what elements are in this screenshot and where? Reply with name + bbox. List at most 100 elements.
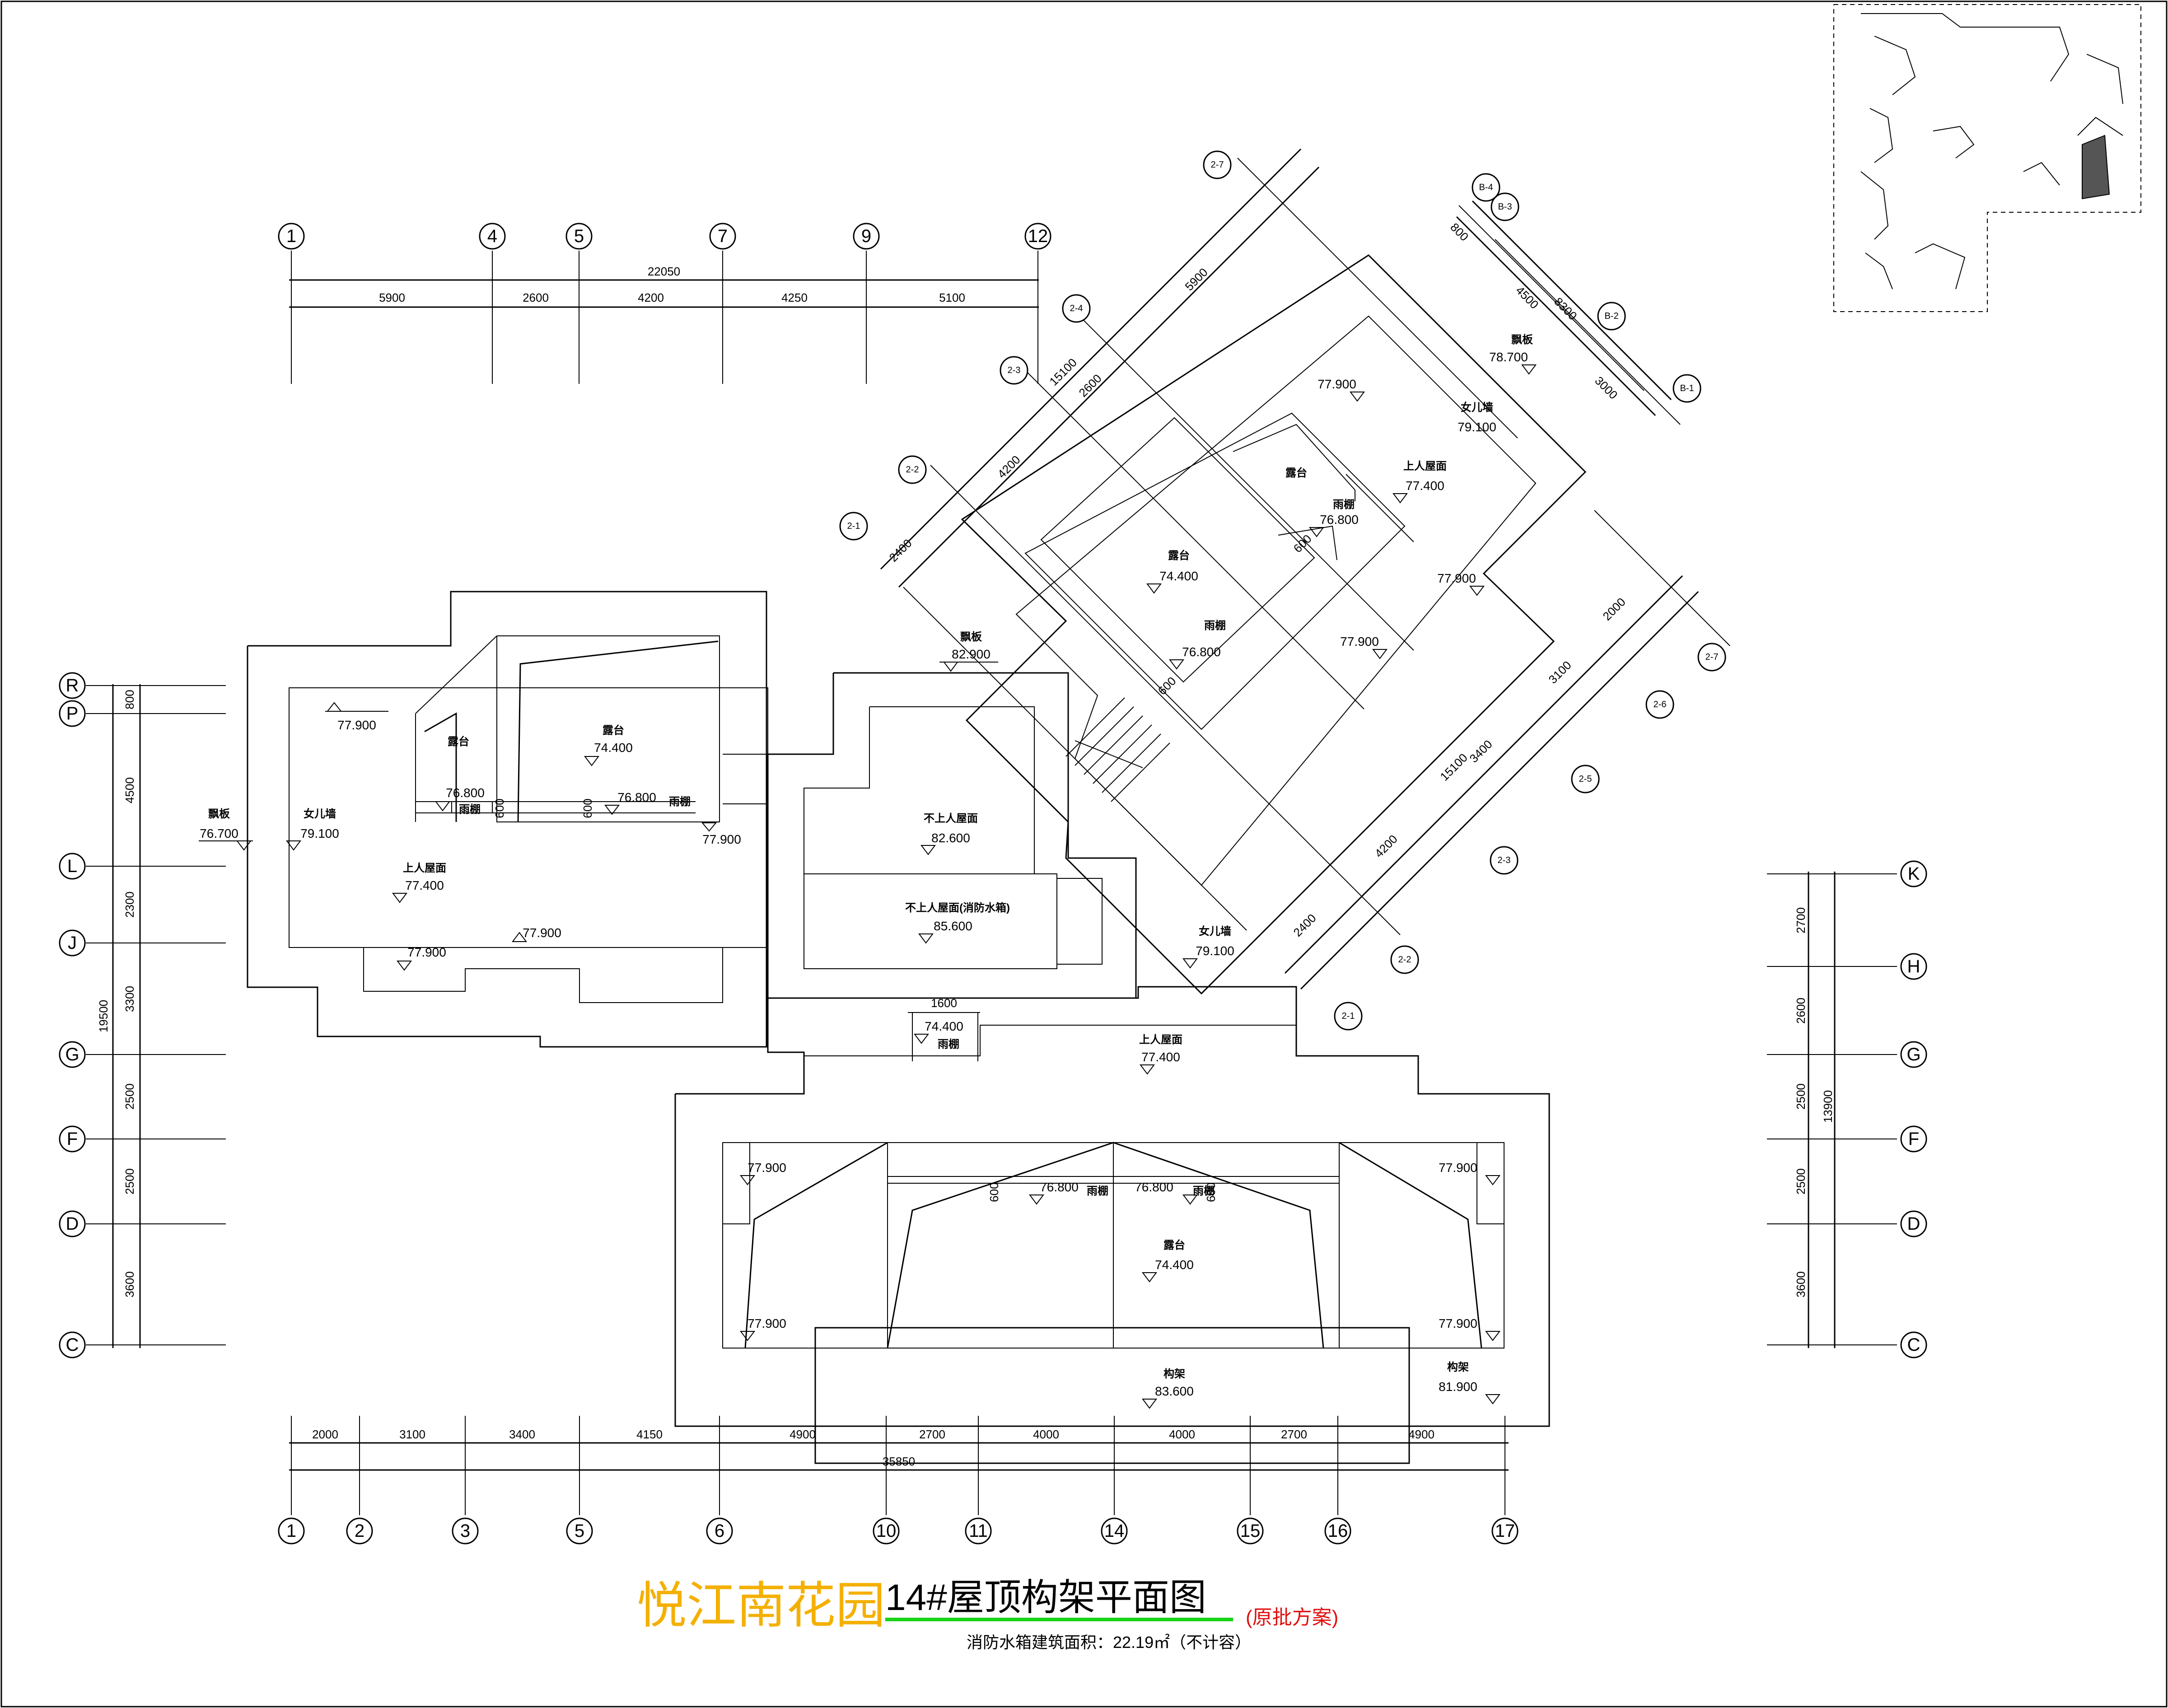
dim-span: 800 xyxy=(123,690,136,709)
elev-label: 76.800 xyxy=(1182,645,1221,659)
dim-span: 4200 xyxy=(638,291,664,304)
axis-label: H xyxy=(1907,957,1920,976)
frame-structure xyxy=(814,1327,1410,1464)
axis-label: 15 xyxy=(1240,1521,1261,1541)
diagonal-wing-labels: 飘板 78.700 女儿墙 79.100 77.900 露台 上人屋面 77.4… xyxy=(1146,334,1537,698)
elev-label: 78.700 xyxy=(1489,350,1528,364)
label-accessible-roof: 上人屋面 xyxy=(403,862,446,874)
axis-label: D xyxy=(1907,1214,1920,1234)
axis-label: D xyxy=(66,1214,79,1234)
dim-span: 2700 xyxy=(1281,1428,1307,1441)
axis-label: 2-2 xyxy=(906,465,919,475)
elev-label: 77.900 xyxy=(1318,377,1356,391)
dim-span: 4000 xyxy=(1033,1428,1059,1441)
dim-span: 5900 xyxy=(379,291,405,304)
elev-label: 77.900 xyxy=(1437,571,1476,585)
dim-small: 1600 xyxy=(931,996,957,1010)
axis-bubble-2 xyxy=(346,1517,373,1545)
axis-label: 2-7 xyxy=(1211,160,1224,170)
elev-label: 79.100 xyxy=(1196,944,1234,958)
elev-label: 77.900 xyxy=(748,1161,786,1175)
axis-label: B-3 xyxy=(1498,202,1512,212)
dim-span: 2000 xyxy=(312,1428,338,1441)
dim-span: 2400 xyxy=(887,537,915,565)
axis-bubble-9 xyxy=(853,223,880,250)
axis-bubble-7 xyxy=(709,223,736,250)
axis-label: C xyxy=(1907,1335,1920,1355)
axis-bubble-1 xyxy=(278,223,305,250)
elev-label: 77.900 xyxy=(748,1316,786,1330)
dim-small: 600 xyxy=(1204,1182,1218,1202)
left-wing-outline xyxy=(247,591,768,1048)
elev-label: 76.800 xyxy=(1320,513,1359,527)
axis-label: 5 xyxy=(574,226,584,246)
key-plan xyxy=(1833,4,2141,312)
top-axis-group: 1 4 5 7 9 12 22050 5900 2600 4200 4250 5… xyxy=(278,223,1051,384)
dim-span: 2500 xyxy=(123,1083,136,1110)
dim-span: 2700 xyxy=(919,1428,945,1441)
dim-total: 15100 xyxy=(1437,751,1470,783)
label-canopy-board: 飘板 xyxy=(960,631,982,643)
elev-label: 83.600 xyxy=(1155,1384,1194,1398)
dim-span: 2400 xyxy=(1291,911,1319,939)
dim-span: 4200 xyxy=(1372,832,1400,860)
axis-label: 2-2 xyxy=(1398,955,1411,965)
axis-bubble-11 xyxy=(965,1517,992,1545)
title-underline xyxy=(885,1618,1233,1621)
label-awning: 雨棚 xyxy=(669,795,691,808)
dim-span: 3600 xyxy=(123,1271,136,1297)
elev-label: 82.600 xyxy=(931,831,970,845)
label-awning: 雨棚 xyxy=(1193,1185,1215,1197)
axis-bubble-17 xyxy=(1491,1517,1519,1545)
dim-span: 3100 xyxy=(399,1428,425,1441)
dim-span: 2700 xyxy=(1794,907,1808,933)
key-plan-highlight xyxy=(2082,135,2110,200)
axis-label: C xyxy=(66,1335,79,1355)
axis-bubble-16 xyxy=(1324,1517,1351,1545)
elev-label: 76.800 xyxy=(1135,1180,1173,1194)
dim-span: 2500 xyxy=(1794,1083,1808,1110)
label-accessible-roof: 上人屋面 xyxy=(1139,1034,1182,1046)
dim-span: 4900 xyxy=(1408,1428,1434,1441)
label-awning: 雨棚 xyxy=(938,1038,959,1050)
dim-total: 13900 xyxy=(1821,1090,1835,1123)
axis-label: 17 xyxy=(1495,1521,1515,1541)
axis-label: 2-4 xyxy=(1070,303,1083,313)
label-non-accessible-roof: 不上人屋面 xyxy=(924,812,978,825)
axis-label: 1 xyxy=(286,226,296,246)
dim-span: 3000 xyxy=(1592,374,1620,402)
dim-span: 4500 xyxy=(123,777,136,803)
label-awning: 雨棚 xyxy=(459,803,481,816)
elev-label: 77.900 xyxy=(1439,1161,1477,1175)
elev-label: 77.400 xyxy=(1141,1050,1180,1064)
elev-label: 77.900 xyxy=(523,926,561,940)
axis-label: 12 xyxy=(1028,226,1048,246)
axis-label: F xyxy=(1908,1129,1919,1149)
axis-label: 2-3 xyxy=(1498,855,1511,865)
axis-label: B-1 xyxy=(1680,383,1694,393)
left-wing-labels: 飘板 76.700 女儿墙 79.100 77.900 露台 露台 74.400… xyxy=(199,702,741,971)
axis-label: J xyxy=(68,933,77,953)
label-awning: 雨棚 xyxy=(1333,498,1355,511)
axis-label: 10 xyxy=(876,1521,897,1541)
label-parapet: 女儿墙 xyxy=(1199,925,1231,938)
left-axis-group: R P L J G F D C 800 4500 2300 3300 2500 … xyxy=(59,672,226,1358)
elev-label: 77.900 xyxy=(1340,635,1379,649)
dim-span: 4150 xyxy=(636,1428,663,1441)
elev-label: 77.900 xyxy=(1439,1316,1477,1330)
axis-label: R xyxy=(66,676,79,695)
dim-span: 3600 xyxy=(1794,1271,1808,1297)
axis-label: 1 xyxy=(286,1521,296,1541)
dim-span: 3100 xyxy=(1546,658,1574,686)
axis-bubble-1 xyxy=(278,1517,305,1545)
axis-label: 3 xyxy=(460,1521,470,1541)
elev-label: 77.900 xyxy=(702,832,741,846)
label-terrace: 露台 xyxy=(1285,467,1307,479)
dim-span: 4500 xyxy=(1513,284,1541,312)
axis-label: 2-1 xyxy=(847,521,860,531)
elev-label: 77.400 xyxy=(405,878,444,892)
elev-label: 76.800 xyxy=(446,786,485,800)
dim-span: 4900 xyxy=(790,1428,816,1441)
